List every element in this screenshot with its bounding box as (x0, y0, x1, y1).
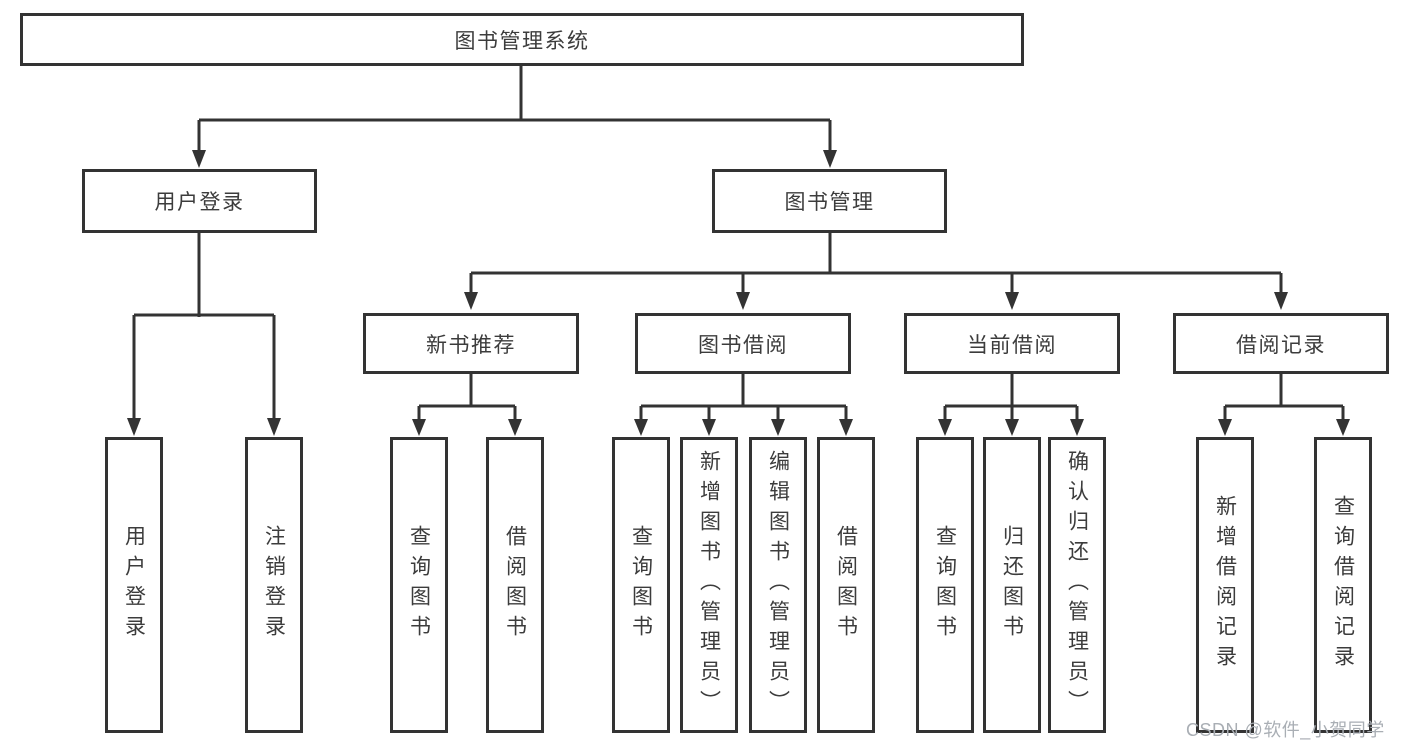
leaf-logout: 注销登录 (245, 437, 303, 733)
leaf-query-books-current: 查询图书 (916, 437, 974, 733)
node-label: 当前借阅 (967, 333, 1057, 357)
leaf-add-borrow-record: 新增借阅记录 (1196, 437, 1254, 733)
leaf-edit-book-admin: 编辑图书（管理员） (749, 437, 807, 733)
node-current-borrow: 当前借阅 (904, 313, 1120, 374)
leaf-borrow-books: 借阅图书 (817, 437, 875, 733)
node-label: 借阅记录 (1236, 333, 1326, 357)
csdn-watermark: CSDN @软件_小贺同学 (1186, 720, 1385, 740)
node-new-book-recommend: 新书推荐 (363, 313, 579, 374)
node-book-borrow: 图书借阅 (635, 313, 851, 374)
node-label: 图书管理 (784, 191, 875, 214)
leaf-add-book-admin: 新增图书（管理员） (680, 437, 738, 733)
node-label: 用户登录 (154, 191, 245, 214)
leaf-user-login: 用户登录 (105, 437, 163, 733)
leaf-borrow-books-recommend: 借阅图书 (486, 437, 544, 733)
arrowheads (127, 150, 1350, 436)
node-book-management: 图书管理 (712, 169, 947, 233)
node-label: 图书借阅 (698, 333, 788, 357)
leaf-query-borrow-record: 查询借阅记录 (1314, 437, 1372, 733)
node-label: 图书管理系统 (454, 29, 590, 53)
leaf-return-book: 归还图书 (983, 437, 1041, 733)
leaf-query-books-borrow: 查询图书 (612, 437, 670, 733)
leaf-query-books-recommend: 查询图书 (390, 437, 448, 733)
node-label: 新书推荐 (426, 333, 516, 357)
node-borrow-record: 借阅记录 (1173, 313, 1389, 374)
node-user-login: 用户登录 (82, 169, 317, 233)
node-library-management-system: 图书管理系统 (20, 13, 1024, 66)
leaf-confirm-return-admin: 确认归还（管理员） (1048, 437, 1106, 733)
